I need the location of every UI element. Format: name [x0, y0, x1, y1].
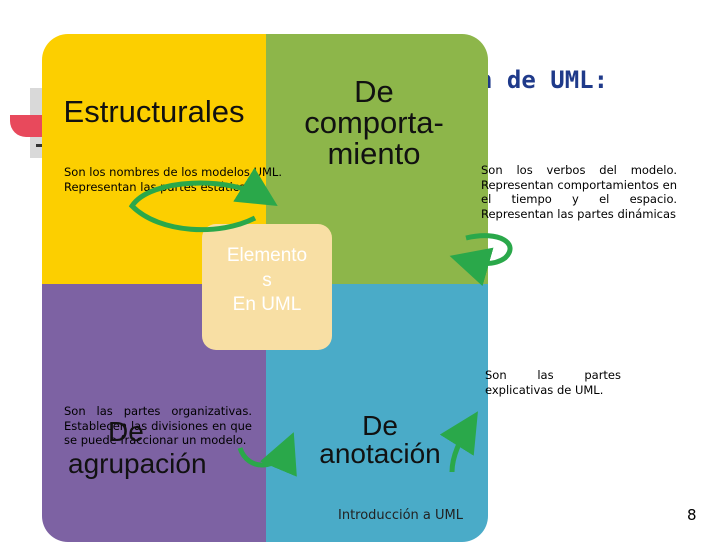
page-number: 8 [687, 506, 697, 524]
arrow-agrupacion [237, 432, 297, 477]
estructurales-title-text: Estructurales [63, 94, 245, 129]
uml-elements-diagram [42, 34, 488, 542]
estructurales-title: Estructurales [54, 96, 254, 127]
estructurales-desc-line-1: Son los nombres de los modelos UML. [64, 165, 282, 179]
slide-footer: Introducción a UML [338, 508, 463, 523]
agrupacion-description: Son las partes organizativas. Establecen… [64, 404, 252, 448]
comportamiento-description: Son los verbos del modelo. Representan c… [481, 163, 677, 222]
agrupacion-title-line-2: agrupación [68, 448, 207, 479]
center-label-line-2: s [262, 269, 272, 291]
agrupacion-title-line-1: De [108, 416, 144, 447]
center-label-line-1: Elemento [226, 245, 308, 266]
comportamiento-title-line-1: De [354, 74, 394, 109]
comportamiento-title-line-2: comporta- [304, 105, 444, 140]
arrow-comportamiento-right [449, 233, 513, 287]
arrow-anotacion [439, 411, 478, 473]
anotacion-title-line-2: anotación [319, 438, 441, 469]
comportamiento-title-line-3: miento [327, 136, 421, 171]
anotacion-title: De anotación [300, 412, 460, 468]
anotacion-title-line-1: De [362, 410, 398, 441]
center-label-line-3: En UML [232, 294, 302, 316]
comportamiento-title: De comporta- miento [285, 76, 463, 169]
center-label: Elemento s En UML [202, 244, 332, 318]
arrow-estructurales-comportamiento [128, 167, 278, 233]
slide-title: n de UML: [478, 66, 609, 94]
anotacion-description: Son las partes explicativas de UML. [485, 368, 621, 397]
center-box [202, 224, 332, 350]
